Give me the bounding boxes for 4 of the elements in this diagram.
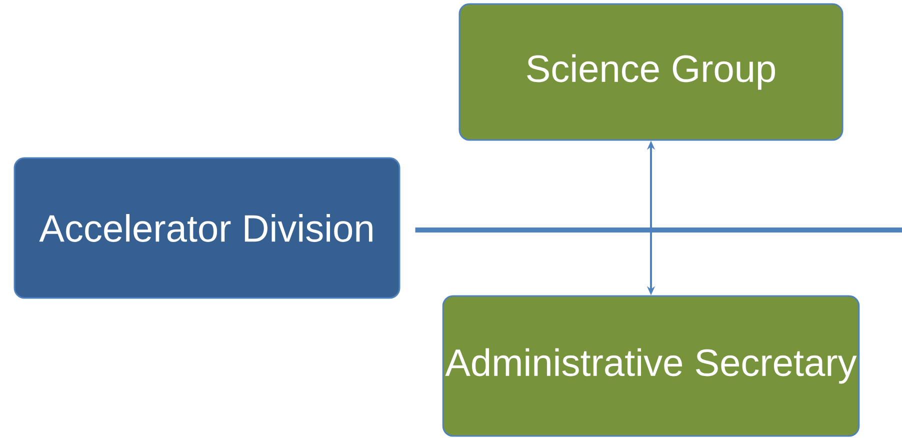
org-box: Administrative Secretary: [442, 295, 860, 437]
org-box: Accelerator Division: [14, 157, 400, 299]
connector-line: [415, 228, 902, 232]
org-box: Science Group: [458, 3, 844, 141]
